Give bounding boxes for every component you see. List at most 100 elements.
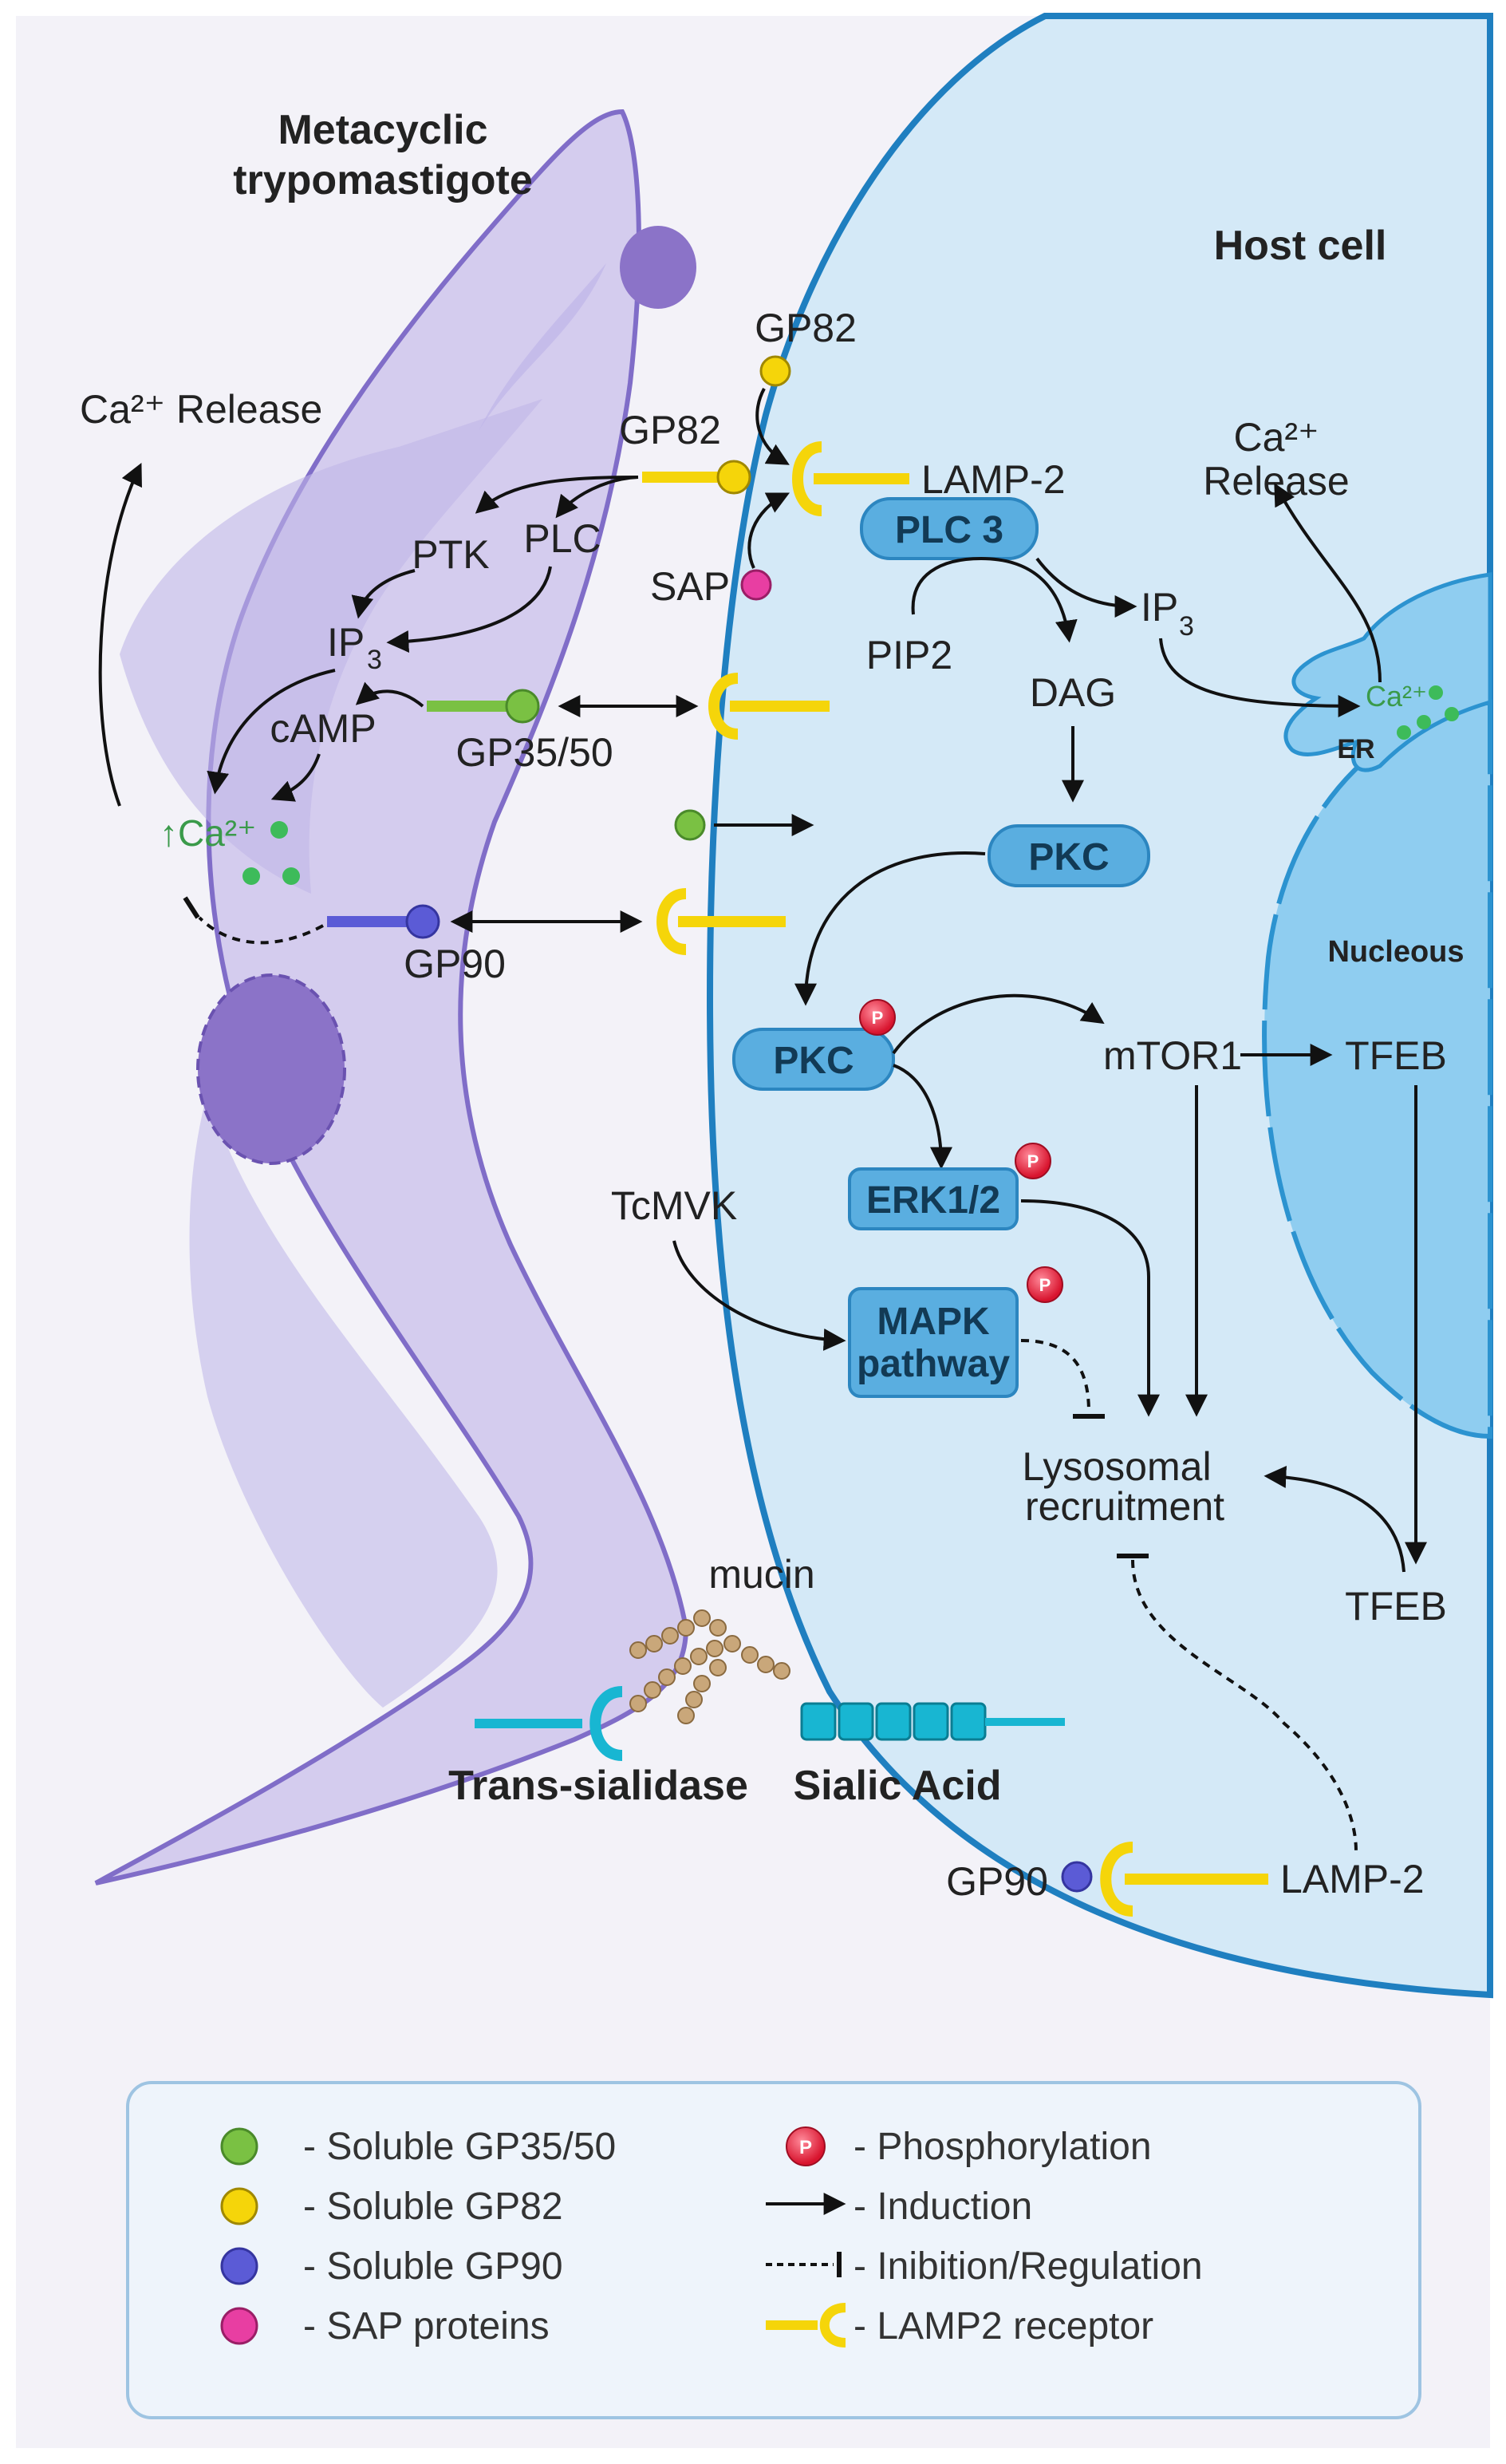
ca-dot xyxy=(1445,707,1459,721)
lamp2-receptor-mid2-cup xyxy=(656,888,687,955)
inhibition-lamp2-to-lysosomal xyxy=(1131,1559,1358,1852)
legend-box xyxy=(126,2081,1421,2419)
arrow-pkcp-to-erk xyxy=(893,1064,952,1170)
inhibition-gp90-to-ca xyxy=(198,916,324,945)
lamp2-top-label: LAMP-2 xyxy=(921,457,1066,502)
ca-release-left: Ca²⁺ Release xyxy=(80,387,322,432)
gp82-soluble xyxy=(759,355,791,387)
tcmvk-label: TcMVK xyxy=(611,1183,737,1228)
arrow-tcmvk-to-mapk xyxy=(672,1240,846,1351)
mapk-label-line2: pathway xyxy=(857,1343,1010,1385)
mtor1-label: mTOR1 xyxy=(1103,1033,1242,1078)
parasite-nucleus xyxy=(196,973,346,1165)
arrow-plc3-to-ip3 xyxy=(1035,557,1137,618)
parasite-title-line1: Metacyclic xyxy=(278,107,487,153)
gp82-anchored xyxy=(716,460,751,495)
arrow-ptk-to-ip3 xyxy=(351,569,416,619)
ip3-host-label: IP xyxy=(1141,585,1178,630)
lamp2-receptor-bottom-cup xyxy=(1100,1842,1133,1917)
erk-box xyxy=(848,1167,1019,1230)
kinetoplast xyxy=(620,226,696,309)
endoplasmic-reticulum xyxy=(1283,572,1492,772)
arrow-ca-release-left xyxy=(98,462,142,807)
ca-release-right-line2: Release xyxy=(1203,459,1349,503)
phospho-p: P xyxy=(1027,1151,1039,1171)
legend-gp3550-label: - Soluble GP35/50 xyxy=(303,2126,616,2168)
arrow-ip3-to-ca xyxy=(207,669,336,795)
ca-parasite-label: ↑Ca²⁺ xyxy=(160,812,256,854)
arrow-sap-to-lamp2 xyxy=(747,492,790,569)
arrow-pkcp-to-mtor1 xyxy=(892,993,1105,1055)
gp90-anchored xyxy=(405,904,440,939)
ip3-parasite-label: IP xyxy=(327,620,365,665)
gp82-top-label: GP82 xyxy=(755,306,857,350)
legend-gp90-swatch xyxy=(220,2247,258,2285)
ca-dot xyxy=(270,821,288,839)
ca-er-label: Ca²⁺ xyxy=(1366,680,1427,713)
gp3550-label: GP35/50 xyxy=(455,730,613,775)
tfeb-cytoplasm-label: TFEB xyxy=(1345,1584,1447,1629)
gp3550-anchored xyxy=(505,689,540,724)
gp90-bottom-label: GP90 xyxy=(946,1859,1048,1904)
pkc-box xyxy=(988,824,1150,887)
legend-inhibition-label: - Inibition/Regulation xyxy=(854,2245,1203,2288)
pip2-label: PIP2 xyxy=(866,633,952,677)
legend-gp3550-swatch xyxy=(220,2127,258,2166)
legend-gp90-label: - Soluble GP90 xyxy=(303,2245,563,2288)
plc-label: PLC xyxy=(523,516,601,561)
tfeb-nucleus-label: TFEB xyxy=(1345,1033,1447,1078)
arrow-gp82-to-ptk xyxy=(475,476,639,514)
arrow-pip2-to-dag xyxy=(911,556,1078,643)
pkc-phospho-label: PKC xyxy=(773,1040,854,1082)
legend-sap-label: - SAP proteins xyxy=(303,2305,550,2348)
pkc-phospho-box xyxy=(732,1028,895,1091)
pkc-label: PKC xyxy=(1028,836,1109,879)
gp90-soluble xyxy=(1061,1861,1093,1893)
camp-label: cAMP xyxy=(270,706,376,751)
arrow-tfeb-to-lysosomal xyxy=(1264,1466,1405,1573)
inhibition-bar xyxy=(183,896,200,919)
legend: - Soluble GP35/50 - Soluble GP82 - Solub… xyxy=(126,2081,1421,2419)
phosphorylation-icon xyxy=(1015,1143,1051,1179)
plc3-box xyxy=(860,497,1039,560)
lysosomal-label-line2: recruitment xyxy=(1025,1484,1224,1529)
parasite-title-line2: trypomastigote xyxy=(233,157,533,203)
legend-gp82-label: - Soluble GP82 xyxy=(303,2186,563,2228)
legend-induction-label: - Induction xyxy=(854,2186,1032,2228)
plc3-label: PLC 3 xyxy=(895,509,1003,551)
arrow-camp-to-ca xyxy=(270,753,321,802)
lamp2-receptor-top-cup xyxy=(792,441,822,516)
arrow-erk-to-lysosomal xyxy=(1020,1199,1160,1417)
arrow-plc-to-ip3 xyxy=(386,566,552,653)
sap-label: SAP xyxy=(650,564,730,609)
dag-label: DAG xyxy=(1030,670,1116,715)
nucleous-label: Nucleous xyxy=(1327,935,1464,969)
sialic-acid-chain xyxy=(800,1702,1065,1741)
mapk-box xyxy=(848,1287,1019,1398)
gp90-mid-label: GP90 xyxy=(404,942,506,986)
arrow-ip3-to-er xyxy=(1159,638,1361,717)
trans-sialidase-label: Trans-sialidase xyxy=(448,1763,748,1809)
gp82-mid-label: GP82 xyxy=(619,408,721,452)
erk-label: ERK1/2 xyxy=(866,1179,1000,1222)
phospho-p: P xyxy=(872,1008,884,1028)
ptk-label: PTK xyxy=(412,532,489,577)
inhibition-mapk-to-lysosomal xyxy=(1020,1339,1090,1413)
arrow-gp82-to-lamp2 xyxy=(755,388,790,465)
arrow-gp82-to-plc xyxy=(555,476,639,519)
ca-release-right-line1: Ca²⁺ xyxy=(1234,415,1319,460)
phospho-p: P xyxy=(1039,1275,1051,1295)
trans-sialidase-cup xyxy=(589,1686,623,1761)
ca-dot xyxy=(1429,685,1443,700)
arrow-gp3550-to-camp xyxy=(355,681,424,708)
phosphorylation-icon xyxy=(859,999,896,1036)
host-title: Host cell xyxy=(1214,223,1387,269)
lamp2-bottom-label: LAMP-2 xyxy=(1280,1857,1425,1901)
ca-dot xyxy=(242,867,260,885)
arrow-pkc-to-pkcp xyxy=(794,851,986,1006)
gp3550-soluble xyxy=(674,809,706,841)
trypomastigote-body xyxy=(94,109,696,1886)
ca-dot xyxy=(282,867,300,885)
